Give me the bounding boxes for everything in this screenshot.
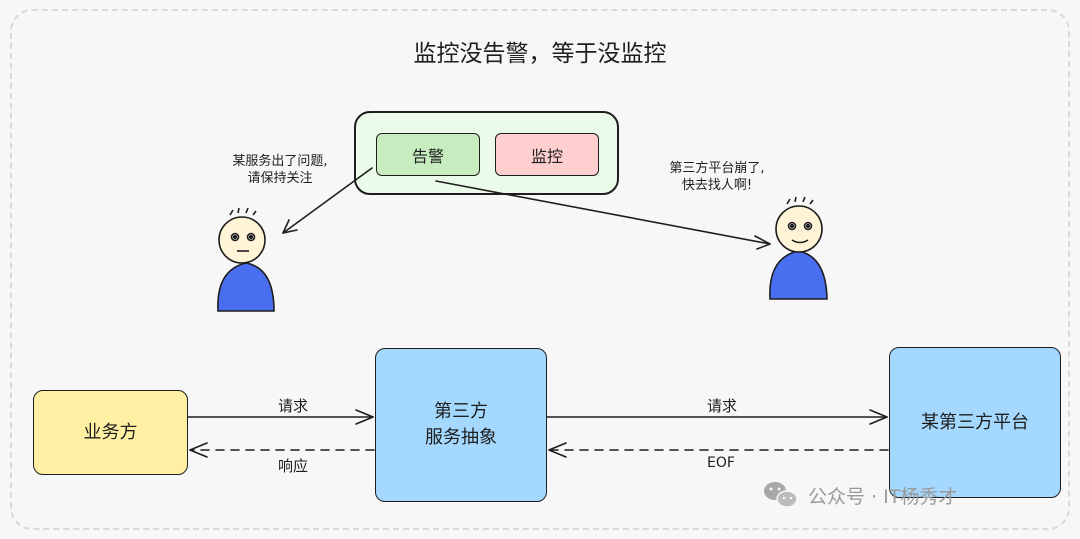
arrow-head (282, 219, 298, 234)
right-person-icon (769, 196, 828, 300)
arrow-head (189, 442, 208, 458)
right-note-line-2: 快去找人啊! (681, 178, 753, 193)
right-person-note: 第三方平台崩了, 快去找人啊! (657, 160, 777, 194)
diagram-title: 监控没告警，等于没监控 (413, 41, 667, 67)
alert-node: 告警 (376, 133, 480, 176)
third-party-platform-node: 某第三方平台 (889, 347, 1061, 498)
right-note-line-1: 第三方平台崩了, (669, 161, 765, 176)
arrow-head (754, 235, 771, 250)
eof-label: EOF (707, 455, 735, 471)
abstraction-label-line-1: 第三方 (434, 401, 488, 422)
platform-label: 某第三方平台 (921, 411, 1029, 433)
arrow-head (548, 442, 567, 458)
response-label-left: 响应 (278, 457, 309, 475)
wechat-icon (764, 482, 798, 508)
watermark-text: 公众号 · IT杨秀才 (808, 485, 958, 508)
business-label: 业务方 (83, 421, 138, 443)
diagram-frame (10, 9, 1070, 530)
monitor-node: 监控 (495, 133, 599, 176)
left-person-note: 某服务出了问题, 请保持关注 (220, 153, 340, 187)
left-note-line-1: 某服务出了问题, (232, 154, 328, 169)
request-label-left: 请求 (278, 397, 309, 415)
arrow-head (869, 409, 888, 425)
business-node: 业务方 (33, 390, 188, 475)
arrow-alert-to-left-person (282, 167, 373, 234)
left-person-icon (217, 207, 275, 312)
abstraction-label-line-2: 服务抽象 (425, 427, 497, 448)
request-label-right: 请求 (707, 397, 738, 415)
arrow-alert-to-right-person (435, 180, 771, 245)
service-abstraction-node: 第三方 服务抽象 (375, 348, 547, 502)
arrow-head (355, 409, 374, 425)
left-note-line-2: 请保持关注 (247, 171, 313, 186)
